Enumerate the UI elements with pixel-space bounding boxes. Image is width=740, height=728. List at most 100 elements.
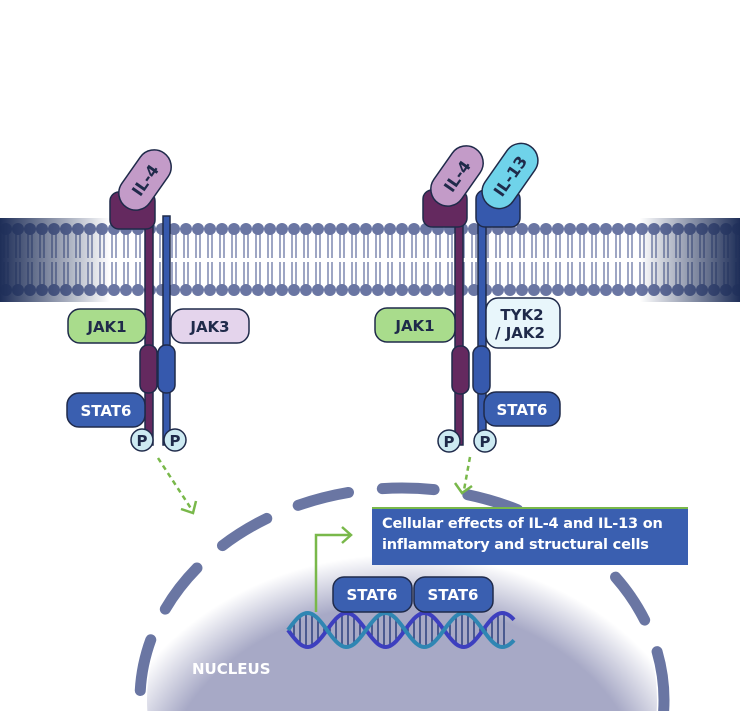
jak3[interactable]: JAK3 [170, 308, 250, 344]
lipid-head [240, 223, 252, 235]
lipid-head [444, 284, 456, 296]
cell-membrane [0, 223, 740, 296]
lipid-head [228, 284, 240, 296]
lipid-head [540, 284, 552, 296]
right-receptor-complex: IL-4 IL-13 JAK1 TYK2 / JAK2 STAT6 P P [374, 139, 561, 495]
lipid-head [516, 223, 528, 235]
stat6-dimer-2[interactable]: STAT6 [413, 576, 494, 613]
phospho-label: P [170, 432, 181, 450]
lipid-head [576, 223, 588, 235]
jak1-left-label: JAK1 [86, 318, 126, 336]
phospho-right-1: P [437, 429, 461, 453]
lipid-head [420, 284, 432, 296]
jak2-label: / JAK2 [495, 324, 545, 342]
ligand-il4-right[interactable]: IL-4 [424, 139, 490, 213]
lipid-head [360, 284, 372, 296]
phospho-right-2: P [473, 429, 497, 453]
lipid-head [528, 284, 540, 296]
jak1-right[interactable]: JAK1 [374, 307, 456, 343]
lipid-head [336, 284, 348, 296]
lipid-head [600, 223, 612, 235]
lipid-head [516, 284, 528, 296]
lipid-head [504, 284, 516, 296]
stat6-right-label: STAT6 [497, 401, 548, 419]
lipid-head [108, 284, 120, 296]
phospho-label: P [137, 432, 148, 450]
jak1-right-label: JAK1 [394, 317, 434, 335]
tyk2-label: TYK2 [500, 306, 543, 324]
lipid-head [432, 284, 444, 296]
nucleus-label: NUCLEUS [192, 660, 271, 678]
lipid-head [384, 284, 396, 296]
dna-strand [286, 610, 516, 650]
membrane-fade-right [640, 218, 740, 302]
cellular-effects-box: Cellular effects of IL-4 and IL-13 on in… [372, 507, 688, 565]
stat6-left-label: STAT6 [81, 402, 132, 420]
lipid-head [360, 223, 372, 235]
lipid-head [408, 284, 420, 296]
lipid-head [168, 223, 180, 235]
stat6-left[interactable]: STAT6 [66, 392, 146, 428]
receptor-chain-purple [454, 219, 464, 446]
lipid-head [324, 223, 336, 235]
lipid-head [300, 223, 312, 235]
lipid-head [468, 284, 480, 296]
lipid-head [240, 284, 252, 296]
lipid-head [564, 284, 576, 296]
lipid-head [336, 223, 348, 235]
lipid-head [624, 284, 636, 296]
lipid-head [384, 223, 396, 235]
lipid-head [204, 223, 216, 235]
stat6-dimer: STAT6 STAT6 [332, 576, 494, 613]
lipid-head [396, 223, 408, 235]
translocation-arrow-left [156, 457, 198, 515]
transcription-arrow [314, 526, 353, 612]
lipid-head [180, 284, 192, 296]
lipid-head [612, 284, 624, 296]
lipid-head [192, 223, 204, 235]
jak1-left[interactable]: JAK1 [67, 308, 147, 344]
stat6-dimer-1-label: STAT6 [347, 586, 398, 604]
lipid-head [372, 284, 384, 296]
lipid-head [120, 284, 132, 296]
lipid-head [312, 284, 324, 296]
lipid-head [576, 284, 588, 296]
lipid-head [252, 284, 264, 296]
lipid-head [624, 223, 636, 235]
lipid-head [324, 284, 336, 296]
lipid-head [264, 284, 276, 296]
lipid-head [348, 284, 360, 296]
lipid-head [564, 223, 576, 235]
lipid-head [528, 223, 540, 235]
lipid-head [288, 284, 300, 296]
lipid-head [168, 284, 180, 296]
phospho-left-1: P [130, 428, 154, 452]
stat6-dimer-1[interactable]: STAT6 [332, 576, 413, 613]
lipid-head [552, 223, 564, 235]
lipid-head [204, 284, 216, 296]
lipid-head [408, 223, 420, 235]
lipid-head [252, 223, 264, 235]
phospho-label: P [444, 433, 455, 451]
lipid-head [180, 223, 192, 235]
lipid-head [612, 223, 624, 235]
translocation-arrow-right [453, 456, 473, 495]
lipid-head [348, 223, 360, 235]
nuclear-envelope [134, 482, 670, 711]
lipid-head [276, 284, 288, 296]
lipid-head [396, 284, 408, 296]
dna-strand [286, 610, 516, 650]
receptor-domain-purple [451, 345, 470, 395]
stat6-dimer-2-label: STAT6 [428, 586, 479, 604]
lipid-head [372, 223, 384, 235]
lipid-head [540, 223, 552, 235]
lipid-head [192, 284, 204, 296]
phospho-left-2: P [163, 428, 187, 452]
lipid-head [288, 223, 300, 235]
ligand-il4[interactable]: IL-4 [112, 143, 178, 217]
tyk2-jak2[interactable]: TYK2 / JAK2 [485, 297, 561, 349]
membrane-fade-left [0, 218, 110, 302]
lipid-head [468, 223, 480, 235]
stat6-right[interactable]: STAT6 [483, 391, 561, 427]
phospho-label: P [480, 433, 491, 451]
